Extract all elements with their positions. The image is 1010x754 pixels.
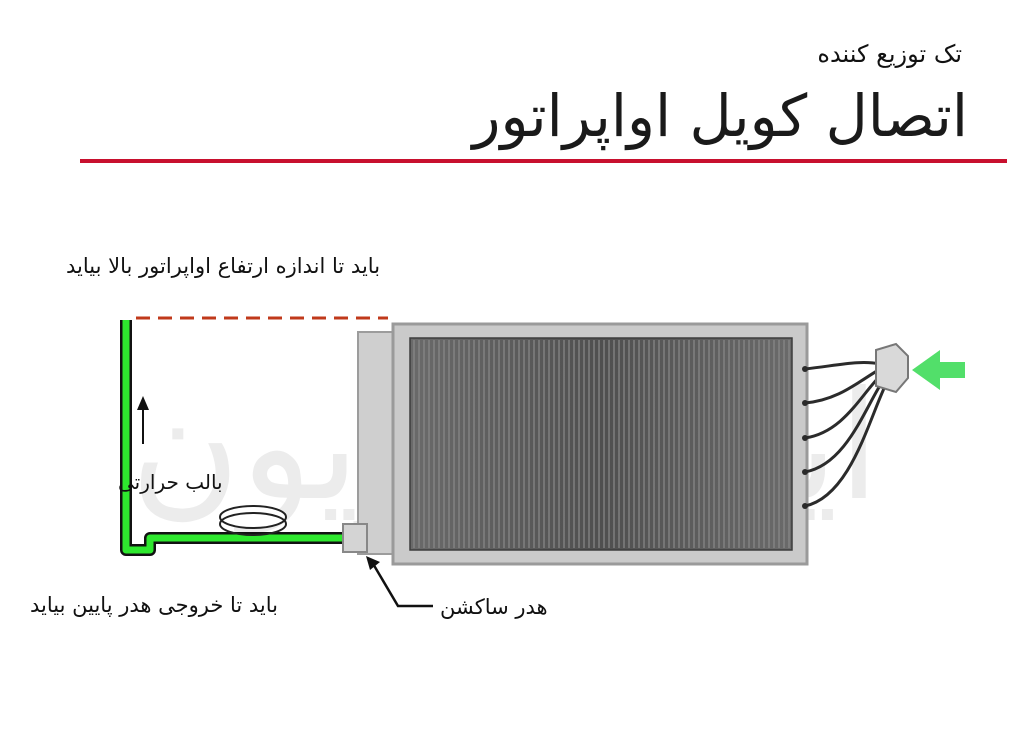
arrow-up-icon [137, 396, 149, 444]
arrow-right-icon [912, 350, 965, 390]
thermal-bulb-icon [219, 505, 287, 529]
page-title: اتصال کویل اواپراتور [472, 82, 968, 150]
distributor-icon [875, 342, 909, 394]
bottom-note-label: باید تا خروجی هدر پایین بیاید [30, 593, 279, 617]
title-divider [80, 159, 1007, 163]
suction-header-connector [342, 523, 368, 553]
subtitle: تک توزیع کننده [817, 40, 962, 68]
suction-header-label: هدر ساکشن [440, 595, 548, 619]
evaporator-coil [357, 322, 809, 566]
top-note-label: باید تا اندازه ارتفاع اواپراتور بالا بیا… [66, 254, 381, 278]
bulb-label: بالب حرارتی [118, 470, 223, 494]
coil-fins [409, 337, 793, 551]
pointer-arrow-icon [370, 561, 433, 608]
